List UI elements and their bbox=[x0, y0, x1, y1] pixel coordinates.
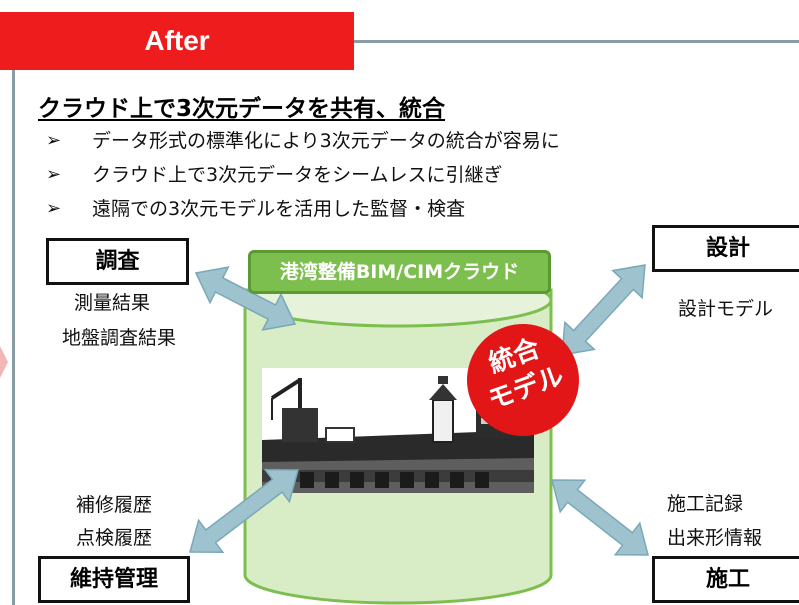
survey-note: 測量結果 bbox=[74, 292, 151, 314]
maintenance-note: 点検履歴 bbox=[76, 527, 153, 549]
bullet-arrow-icon: ➢ bbox=[46, 198, 62, 219]
link-arrow-construction bbox=[551, 479, 649, 556]
construction-note: 施工記録 bbox=[667, 493, 744, 515]
construction-note: 出来形情報 bbox=[667, 527, 763, 549]
design-note: 設計モデル bbox=[678, 298, 774, 320]
arrow-survey bbox=[194, 266, 297, 331]
after-banner: After bbox=[0, 12, 354, 70]
link-arrow-design bbox=[561, 264, 646, 356]
maintenance-note: 補修履歴 bbox=[76, 494, 153, 516]
arrow-construction bbox=[551, 479, 649, 556]
bullet-text: クラウド上で3次元データをシームレスに引継ぎ bbox=[92, 164, 503, 186]
bullet-text: データ形式の標準化により3次元データの統合が容易に bbox=[92, 130, 560, 152]
bullet-text: 遠隔での3次元モデルを活用した監督・検査 bbox=[92, 198, 466, 220]
node-design: 設計 bbox=[652, 225, 799, 272]
side-arrow-fragment bbox=[0, 346, 8, 378]
bim-cim-cloud-label: 港湾整備BIM/CIMクラウド bbox=[248, 250, 551, 294]
node-maintenance: 維持管理 bbox=[38, 556, 190, 603]
link-arrow-maintenance bbox=[189, 469, 299, 553]
after-panel-frame bbox=[12, 40, 799, 605]
survey-note: 地盤調査結果 bbox=[62, 327, 177, 349]
bullet-item: ➢ データ形式の標準化により3次元データの統合が容易に bbox=[46, 127, 560, 161]
link-arrow-survey bbox=[194, 266, 297, 331]
node-survey: 調査 bbox=[46, 238, 189, 285]
bullet-arrow-icon: ➢ bbox=[46, 164, 62, 185]
arrow-maintenance bbox=[189, 469, 299, 553]
bullet-list: ➢ データ形式の標準化により3次元データの統合が容易に ➢ クラウド上で3次元データ… bbox=[46, 127, 560, 229]
bullet-arrow-icon: ➢ bbox=[46, 130, 62, 151]
bullet-item: ➢ クラウド上で3次元データをシームレスに引継ぎ bbox=[46, 161, 560, 195]
node-construction: 施工 bbox=[652, 556, 799, 603]
headline: クラウド上で3次元データを共有、統合 bbox=[38, 96, 446, 122]
arrow-design bbox=[561, 264, 646, 356]
bullet-item: ➢ 遠隔での3次元モデルを活用した監督・検査 bbox=[46, 195, 560, 229]
